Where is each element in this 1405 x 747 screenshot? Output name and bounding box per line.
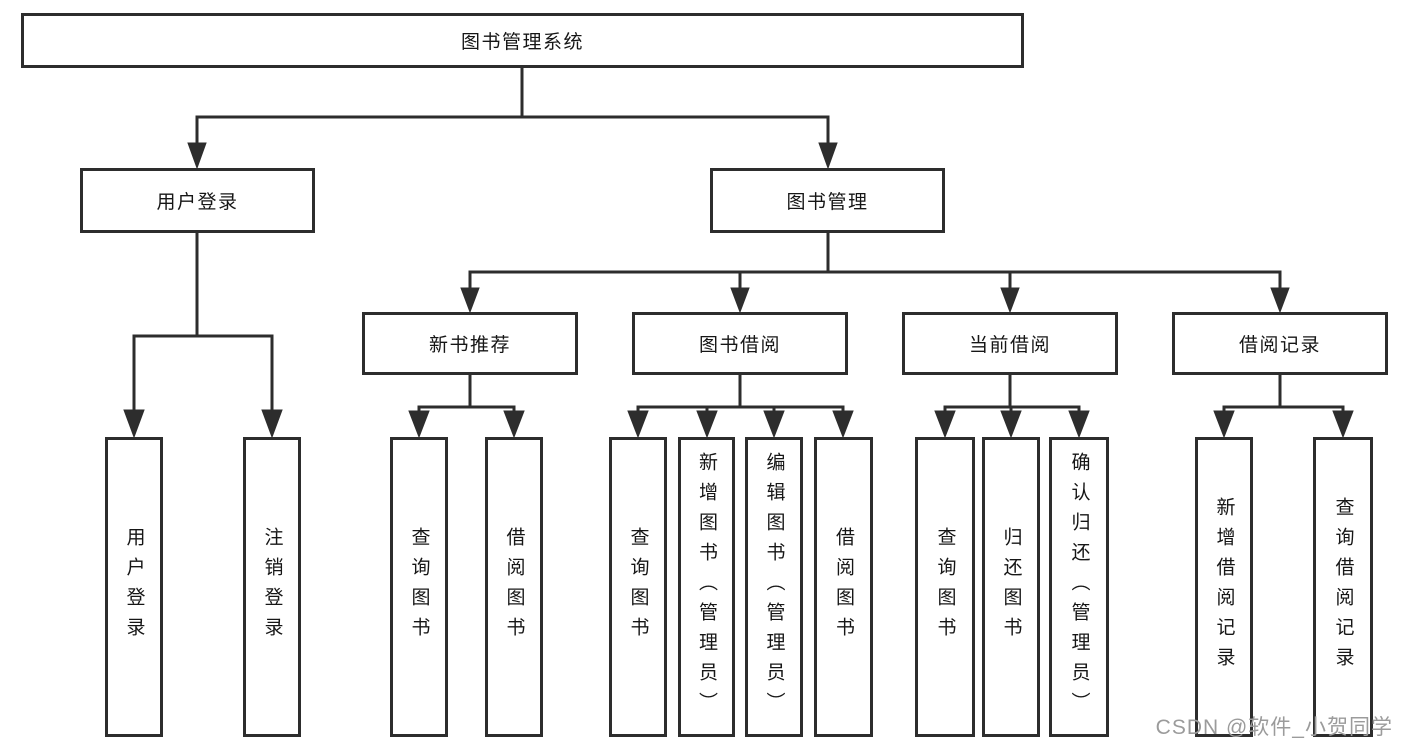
- leaf-label: 确认归还（管理员）: [1068, 452, 1090, 722]
- leaf-current-return-books: 归还图书: [982, 437, 1040, 737]
- watermark: CSDN @软件_小贺同学: [1155, 716, 1393, 739]
- leaf-current-confirm-return-admin: 确认归还（管理员）: [1049, 437, 1109, 737]
- leaf-borrowing-add-books-admin: 新增图书（管理员）: [678, 437, 735, 737]
- leaf-current-query-books: 查询图书: [915, 437, 975, 737]
- leaf-label: 借阅图书: [833, 527, 854, 647]
- leaf-records-add-record: 新增借阅记录: [1195, 437, 1253, 737]
- connector-group: [123, 66, 1354, 439]
- leaf-recommend-query-books: 查询图书: [390, 437, 448, 737]
- leaf-label: 查询图书: [627, 527, 649, 647]
- leaf-user-login: 用户登录: [105, 437, 163, 737]
- node-label: 图书管理系统: [460, 32, 584, 53]
- node-label: 图书管理: [786, 192, 869, 213]
- leaf-borrowing-edit-books-admin: 编辑图书（管理员）: [745, 437, 803, 737]
- leaf-label: 查询图书: [934, 527, 956, 647]
- node-current-borrowing: 当前借阅: [902, 312, 1118, 375]
- leaf-label: 查询图书: [408, 527, 430, 647]
- node-borrowing-records: 借阅记录: [1172, 312, 1388, 375]
- node-user-login-group: 用户登录: [80, 168, 315, 233]
- leaf-recommend-borrow-books: 借阅图书: [485, 437, 543, 737]
- leaf-label: 用户登录: [123, 527, 145, 647]
- leaf-label: 编辑图书（管理员）: [763, 452, 785, 722]
- node-label: 用户登录: [156, 192, 239, 213]
- node-system-root: 图书管理系统: [21, 13, 1024, 68]
- node-label: 借阅记录: [1238, 335, 1321, 356]
- leaf-label: 借阅图书: [503, 527, 525, 647]
- leaf-label: 查询借阅记录: [1332, 497, 1354, 677]
- leaf-records-query-record: 查询借阅记录: [1313, 437, 1373, 737]
- leaf-borrowing-query-books: 查询图书: [609, 437, 667, 737]
- node-label: 图书借阅: [698, 335, 781, 356]
- node-book-borrowing: 图书借阅: [632, 312, 848, 375]
- node-book-management: 图书管理: [710, 168, 945, 233]
- leaf-label: 注销登录: [261, 527, 283, 647]
- node-label: 当前借阅: [968, 335, 1051, 356]
- node-label: 新书推荐: [428, 335, 511, 356]
- node-new-book-recommendation: 新书推荐: [362, 312, 578, 375]
- leaf-label: 新增借阅记录: [1213, 497, 1235, 677]
- leaf-label: 新增图书（管理员）: [696, 452, 717, 722]
- leaf-label: 归还图书: [1000, 527, 1022, 647]
- leaf-logout: 注销登录: [243, 437, 301, 737]
- leaf-borrowing-borrow-books: 借阅图书: [814, 437, 873, 737]
